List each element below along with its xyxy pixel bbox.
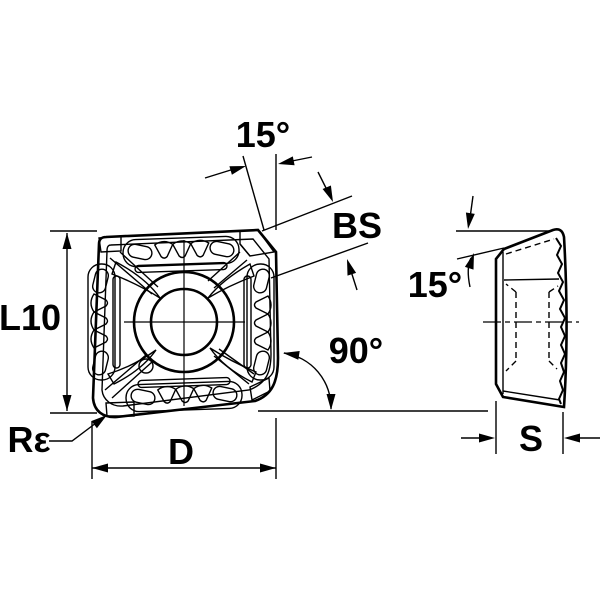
dim-bs: BS <box>261 171 382 291</box>
label-side-15: 15° <box>408 264 462 305</box>
dim-d: D <box>91 418 277 479</box>
label-d: D <box>168 431 194 472</box>
label-top-15: 15° <box>236 114 290 155</box>
dim-side-15: 15° <box>408 195 551 305</box>
dim-s: S <box>461 401 600 459</box>
dim-90: 90° <box>258 330 488 412</box>
dim-top-15: 15° <box>204 114 313 231</box>
side-top-facet <box>503 278 560 281</box>
right-chip-band <box>246 263 275 381</box>
label-bs: BS <box>332 205 382 246</box>
left-chip-band <box>87 263 116 381</box>
insert-outline <box>91 228 280 419</box>
dim-corner-radius: Rε <box>7 415 107 460</box>
front-centerlines <box>124 240 245 406</box>
label-90: 90° <box>329 330 383 371</box>
side-outline <box>494 228 568 409</box>
left-groove <box>112 275 121 369</box>
side-view <box>483 228 579 409</box>
corner-lands <box>98 229 276 417</box>
label-corner-radius: Rε <box>7 419 50 460</box>
top-chip-band <box>122 235 240 268</box>
label-s: S <box>519 418 543 459</box>
locator-dot <box>138 358 154 374</box>
insert-inner-land <box>101 238 272 407</box>
label-l10: L10 <box>0 297 61 338</box>
front-view <box>87 228 280 419</box>
serrated-edge <box>555 237 567 405</box>
dim-l10: L10 <box>0 230 97 414</box>
hidden-lines <box>505 238 559 372</box>
side-bottom-facet <box>502 390 561 401</box>
